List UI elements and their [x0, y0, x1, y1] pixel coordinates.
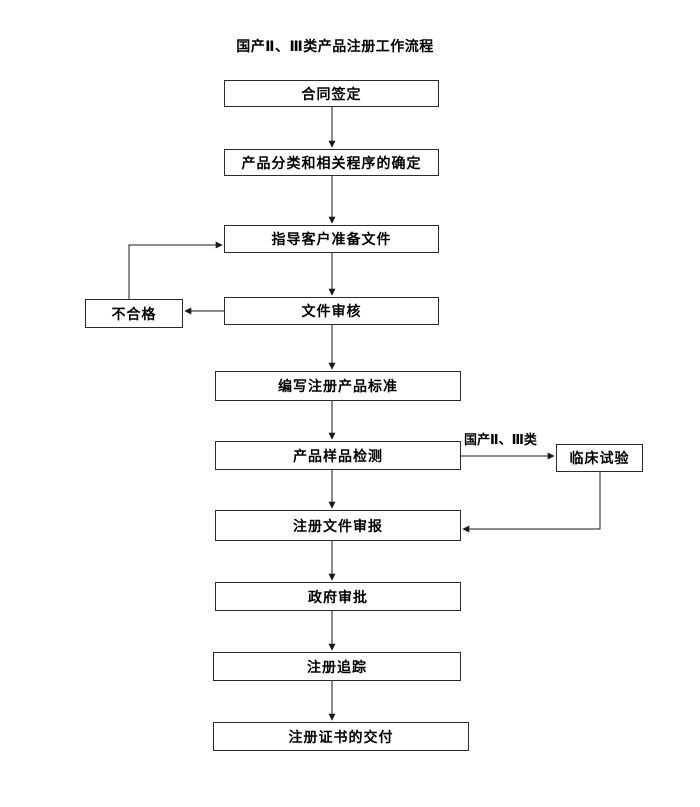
flow-step-product-sample-testing: 产品样品检测: [215, 441, 461, 470]
arrow-unqualified-to-guide: [128, 241, 223, 299]
flow-branch-clinical-trial: 临床试验: [556, 444, 643, 472]
flow-step-government-approval: 政府审批: [215, 582, 461, 611]
page-title: 国产Ⅱ、Ⅲ类产品注册工作流程: [236, 38, 434, 54]
flow-branch-unqualified: 不合格: [85, 299, 183, 328]
flow-step-registration-submission: 注册文件审报: [215, 510, 461, 541]
flow-step-product-classification: 产品分类和相关程序的确定: [224, 149, 439, 176]
flow-step-contract-signing: 合同签定: [224, 80, 439, 107]
flow-step-certificate-delivery: 注册证书的交付: [213, 722, 469, 751]
flow-step-registration-tracking: 注册追踪: [213, 652, 461, 681]
flow-step-document-review: 文件审核: [224, 297, 439, 325]
edge-label-domestic-class: 国产Ⅱ、Ⅲ类: [464, 432, 537, 447]
flow-step-write-product-standard: 编写注册产品标准: [215, 371, 461, 401]
arrow-clinical-to-submit: [462, 472, 601, 533]
flow-step-guide-customer-documents: 指导客户准备文件: [224, 225, 439, 253]
